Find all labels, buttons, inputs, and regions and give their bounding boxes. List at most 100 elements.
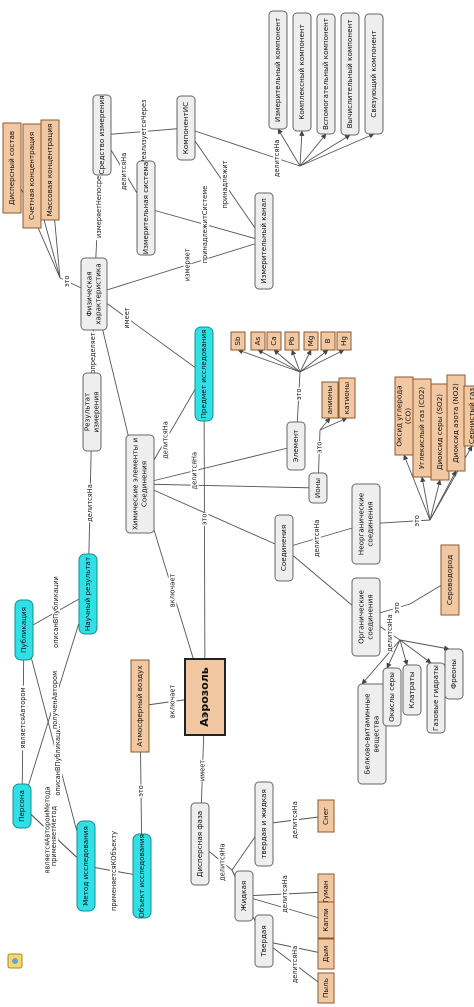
edge-label-bg: [273, 139, 282, 178]
node-solid-liquid[interactable]: твердая и жидкая: [254, 781, 274, 867]
node-co[interactable]: Оксид углерода(CO): [394, 376, 414, 456]
node-compounds[interactable]: Соединения: [274, 514, 294, 582]
node-no2[interactable]: Диоксид азота (NO2): [446, 374, 466, 472]
node-sulfur-ox[interactable]: Окислы серы: [382, 667, 402, 727]
node-cations[interactable]: катионы: [338, 377, 356, 419]
node-smoke[interactable]: Дым: [317, 938, 335, 970]
edge-label: это: [315, 442, 323, 454]
node-co2[interactable]: Углекислый газ (CO2): [412, 378, 432, 478]
node-element-As[interactable]: As: [250, 331, 266, 351]
edge-label: делитсяНа: [386, 614, 394, 652]
node-box: [250, 331, 266, 351]
node-c-aux[interactable]: Вспомогательный компонент: [316, 13, 336, 135]
node-label: Физическая: [84, 271, 93, 316]
node-freons[interactable]: Фреоны: [444, 648, 464, 700]
node-clathrates[interactable]: Клатраты: [402, 664, 422, 716]
edge-label-bg: [221, 160, 229, 209]
node-gas-hydrates[interactable]: Газовые гидраты: [426, 662, 446, 734]
node-element-Ca[interactable]: Ca: [266, 331, 282, 351]
node-box: [184, 658, 226, 736]
node-subject-research[interactable]: Предмет исследования: [194, 326, 214, 422]
node-disperse-comp[interactable]: Дисперсный состав: [2, 122, 22, 214]
node-drops[interactable]: Капли: [317, 901, 335, 939]
node-meas-means[interactable]: Средство измерения: [92, 94, 112, 176]
node-label: Счетная концентрация: [27, 132, 36, 220]
edge-label: применяетМетод: [50, 805, 58, 866]
node-h2s-hydrogen[interactable]: Сероводород: [440, 544, 460, 616]
node-label: Массовая концентрация: [45, 124, 54, 217]
edge-label-bg: [201, 185, 209, 264]
node-box: [14, 599, 34, 661]
node-ions[interactable]: Ионы: [308, 472, 328, 504]
edge-label: измеряетНепосредственно: [95, 143, 103, 238]
node-obj-research[interactable]: Объект исследования: [132, 833, 152, 919]
node-label: Измерительная система: [141, 162, 150, 254]
edge-label: являетсяАвторомМетода: [44, 786, 52, 873]
node-label: B: [323, 338, 332, 343]
node-anions[interactable]: анионы: [321, 381, 339, 419]
node-box: [338, 377, 356, 419]
node-c-complex[interactable]: Комплексный компонент: [292, 12, 312, 132]
edge-label-bg: [385, 613, 394, 653]
node-box: [357, 683, 387, 785]
node-box: [2, 122, 22, 214]
node-mass-conc[interactable]: Массовая концентрация: [40, 119, 60, 221]
node-snow[interactable]: Снег: [317, 799, 335, 833]
node-label: Персона: [17, 790, 26, 822]
node-box: [284, 331, 300, 351]
node-box: [136, 160, 156, 256]
node-method-research[interactable]: Метод исследования: [76, 820, 96, 912]
node-label: Вычислительный компонент: [345, 20, 354, 129]
node-aerosol[interactable]: Аэрозоль: [184, 658, 226, 736]
node-element-Hg[interactable]: Hg: [336, 331, 352, 351]
node-atm-air[interactable]: Атмосферный воздух: [130, 659, 150, 753]
edge-label: делитсяНа: [191, 452, 199, 490]
node-meas-channel[interactable]: Измерительный канал: [254, 192, 274, 290]
node-box: [194, 326, 214, 422]
node-c-link[interactable]: Связующий компонент: [364, 13, 384, 135]
node-liquid[interactable]: Жидкая: [234, 870, 254, 922]
node-dust[interactable]: Пыль: [317, 972, 335, 1004]
edge-label: описанВПубликации: [54, 724, 62, 796]
node-sci-result[interactable]: Научный результат: [78, 553, 98, 635]
edge-label-bg: [218, 842, 227, 882]
node-person[interactable]: Персона: [12, 783, 32, 829]
node-element-Sb[interactable]: Sb: [230, 331, 246, 351]
edge: [291, 349, 301, 373]
node-box: [320, 331, 336, 351]
node-element-Mg[interactable]: Mg: [303, 331, 319, 351]
node-so2[interactable]: Диоксид серы (SO2): [430, 383, 450, 481]
edge-label-bg: [43, 784, 52, 876]
node-element[interactable]: Элемент: [286, 421, 306, 471]
node-label: Атмосферный воздух: [135, 665, 144, 747]
edge: [299, 349, 329, 373]
edge-label-bg: [291, 945, 299, 984]
edge-labels-layer: включаетимеетэтовключаетэтоимеетделитсяН…: [19, 97, 422, 984]
edge-label-bg: [110, 830, 118, 912]
edge: [319, 417, 348, 431]
node-publication[interactable]: Публикация: [14, 599, 34, 661]
node-fog[interactable]: Туман: [317, 873, 335, 911]
node-label: Жидкая: [239, 881, 248, 911]
node-c-comp[interactable]: Вычислительный компонент: [340, 12, 360, 136]
node-component-is[interactable]: КомпонентИС: [176, 95, 196, 161]
node-h2s[interactable]: Сернистый газ: [463, 385, 474, 447]
node-label: Дисперсная фаза: [195, 811, 204, 877]
node-count-conc[interactable]: Счетная концентрация: [22, 123, 42, 229]
node-box: [234, 870, 254, 922]
node-c-meas[interactable]: Измерительный компонент: [268, 10, 288, 130]
node-element-B[interactable]: B: [320, 331, 336, 351]
node-disperse-phase[interactable]: Дисперсная фаза: [190, 802, 210, 886]
node-label: анионы: [325, 385, 334, 414]
node-box: [317, 799, 335, 833]
node-solid[interactable]: Твердая: [254, 914, 274, 968]
node-element-Pb[interactable]: Pb: [284, 331, 300, 351]
edge-label: определяет: [89, 332, 97, 373]
node-meas-system[interactable]: Измерительная система: [136, 160, 156, 256]
